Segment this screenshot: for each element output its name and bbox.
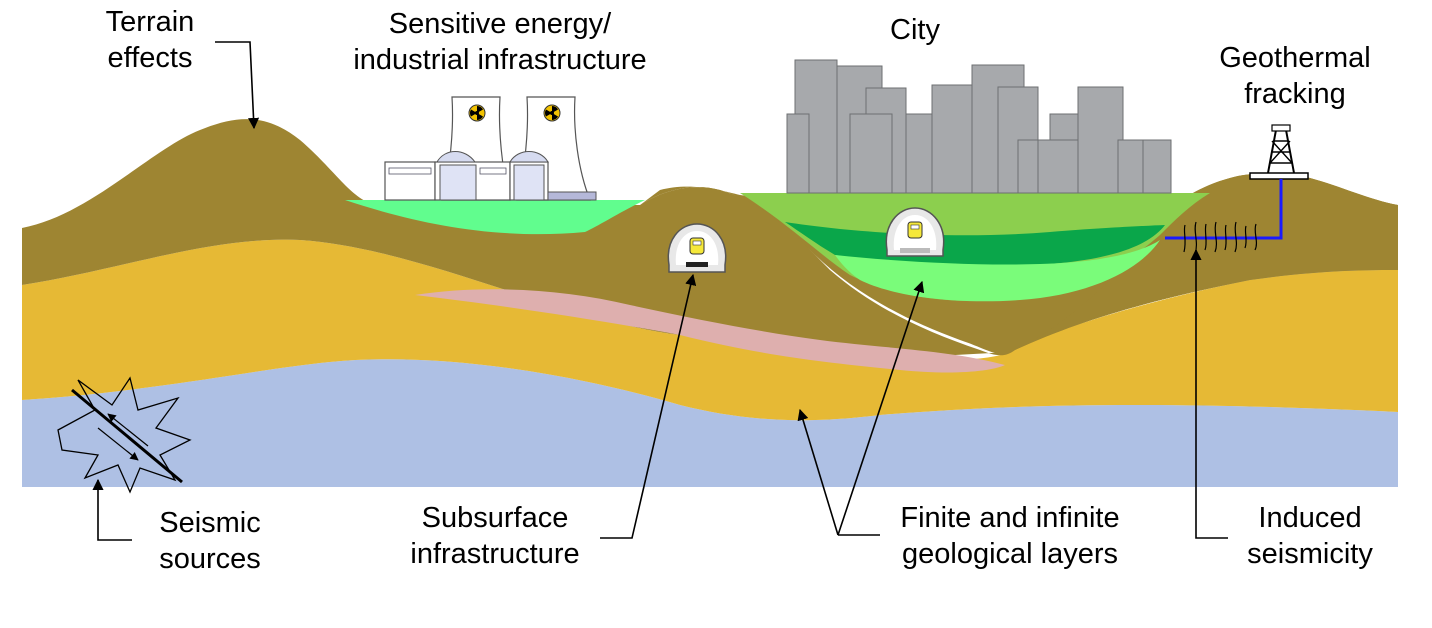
pink-lens-layer: [415, 289, 1005, 373]
radiation-symbol-icon: [468, 104, 486, 122]
label-sensitive-infrastructure: Sensitive energy/industrial infrastructu…: [353, 8, 647, 76]
radiation-symbol-icon: [543, 104, 561, 122]
layers-arrow-right: [837, 280, 925, 536]
dark-green-layer: [785, 222, 1165, 266]
fault-rupture-icon: [57, 376, 192, 494]
terrain-arrow: [215, 41, 260, 130]
tunnel-train-icon: [667, 223, 727, 273]
induced-arrow: [1190, 248, 1228, 539]
tunnel-train-icon: [885, 207, 945, 257]
subsurface-arrow: [600, 273, 697, 539]
geothermal-well: [1165, 179, 1283, 240]
leader-lines: [92, 41, 1228, 541]
layers-arrow-left: [797, 408, 839, 536]
power-plant: [384, 96, 597, 201]
drilling-derrick-icon: [1249, 124, 1309, 180]
green-plant-ground: [345, 200, 645, 235]
city-skyline: [786, 59, 1172, 194]
blue-geological-layer: [22, 359, 1398, 487]
seismic-arrow: [92, 478, 132, 541]
yellow-geological-layer: [22, 239, 1398, 421]
label-city: City: [890, 14, 940, 46]
